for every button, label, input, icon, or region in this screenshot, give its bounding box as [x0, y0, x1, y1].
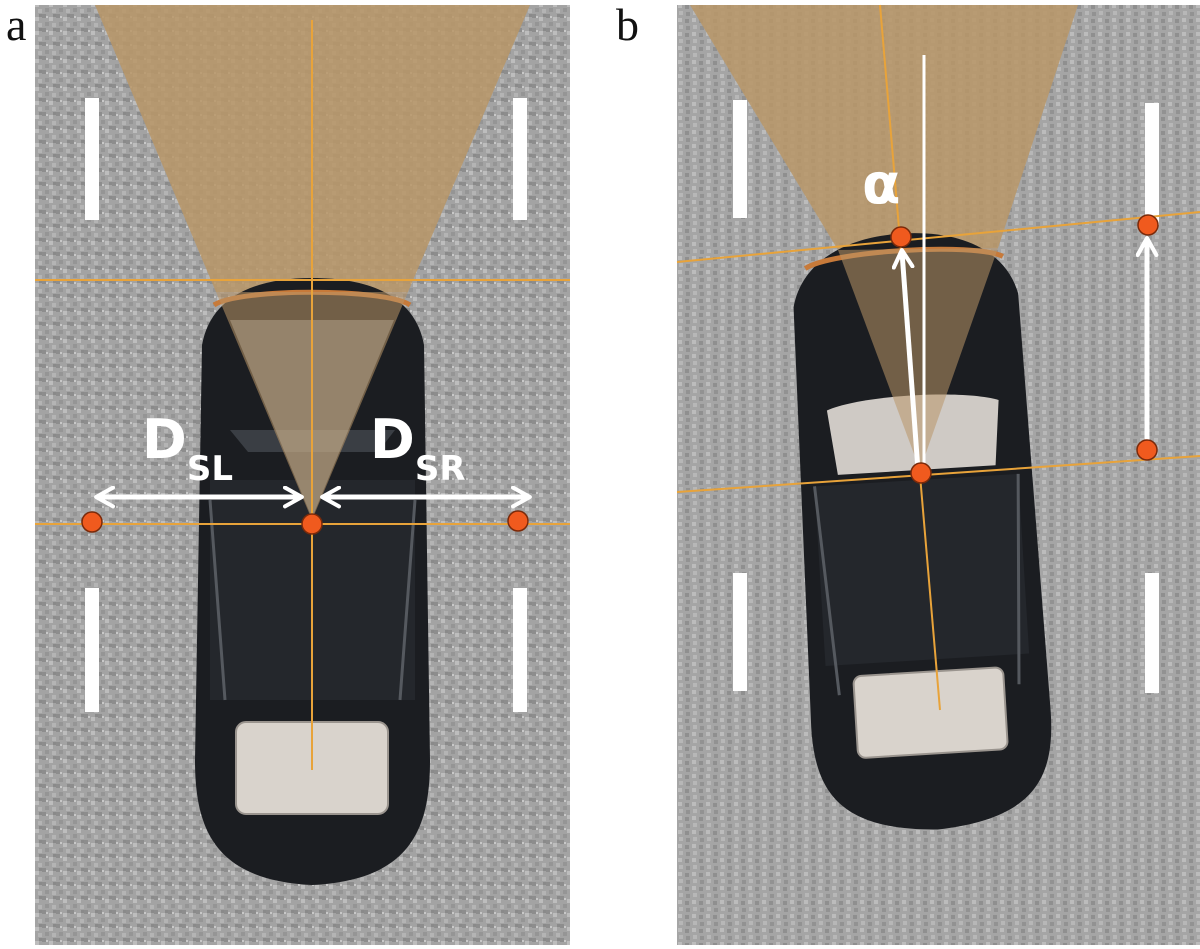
markers-b — [890, 214, 1159, 484]
marker-right-lane — [507, 510, 529, 532]
panel-a: DSL DSR — [35, 5, 570, 945]
panel-label-a: a — [6, 0, 27, 50]
camera-fov-hood-b — [838, 248, 998, 470]
lane-markings-a — [85, 98, 527, 712]
panel-b: α — [676, 4, 1200, 945]
marker-lane-top — [1137, 214, 1159, 236]
panel-label-b: b — [616, 0, 639, 50]
marker-left-lane — [81, 511, 103, 533]
label-alpha: α — [862, 152, 900, 217]
camera-fov-b — [690, 5, 1078, 250]
marker-car-center — [910, 462, 932, 484]
label-d-sl: DSL — [142, 408, 233, 489]
marker-front — [890, 226, 912, 248]
marker-lane-bottom — [1136, 439, 1158, 461]
marker-center — [301, 513, 323, 535]
heading-arrow — [902, 252, 921, 471]
label-d-sr: DSR — [370, 408, 466, 489]
car-b — [793, 233, 1052, 830]
lane-markings-b — [733, 100, 1159, 693]
markers-a — [81, 510, 529, 535]
